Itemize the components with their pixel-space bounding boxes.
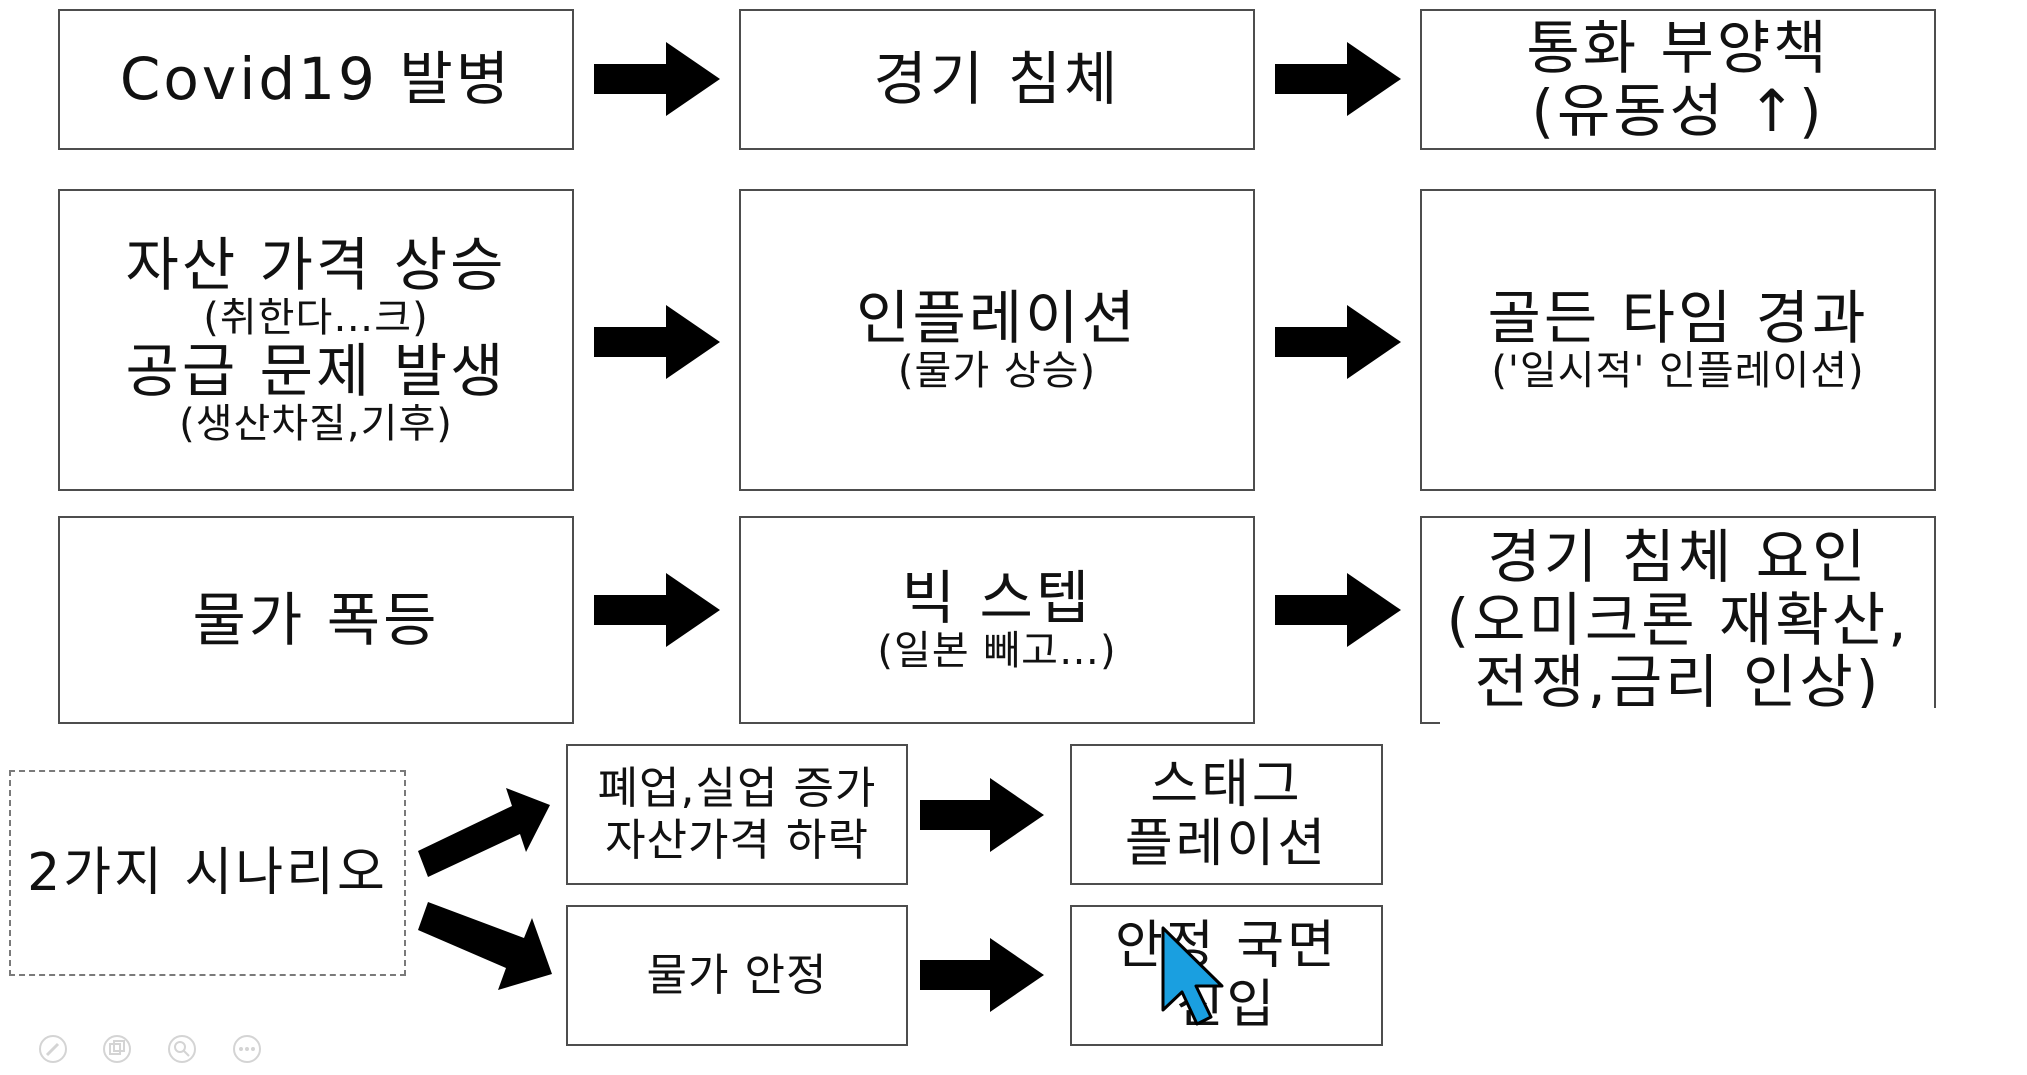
box-asset-price-supply-issue: 자산 가격 상승 (취한다…크) 공급 문제 발생 (생산차질,기후) — [58, 189, 574, 491]
copy-icon[interactable] — [101, 1033, 133, 1065]
right-arrow — [594, 42, 720, 116]
box-text: 폐업,실업 증가 — [597, 762, 877, 814]
box-subtext: (취한다…크) — [203, 294, 429, 341]
box-text: 안정 국면 — [1115, 916, 1338, 977]
right-arrow — [594, 305, 720, 379]
box-covid19-outbreak: Covid19 발병 — [58, 9, 574, 150]
box-price-surge: 물가 폭등 — [58, 516, 574, 724]
box-text: 자산가격 하락 — [605, 814, 869, 866]
box-text: 물가 안정 — [646, 949, 828, 1001]
diagonal-down-arrow — [418, 902, 552, 990]
box-text: 물가 폭등 — [192, 585, 440, 654]
box-subtext: (생산차질,기후) — [179, 400, 453, 447]
overlay-clip — [1440, 708, 2027, 1048]
box-monetary-stimulus: 통화 부양책 (유동성 ↑) — [1420, 9, 1936, 150]
box-big-step: 빅 스텝 (일본 빼고…) — [739, 516, 1255, 724]
box-stabilization-phase: 안정 국면 진입 — [1070, 905, 1383, 1046]
box-text: 경기 침체 — [873, 45, 1121, 114]
right-arrow — [1275, 42, 1401, 116]
box-text: Covid19 발병 — [119, 45, 513, 114]
box-recession-factors: 경기 침체 요인 (오미크론 재확산, 전쟁,금리 인상) — [1420, 516, 1936, 724]
box-recession: 경기 침체 — [739, 9, 1255, 150]
box-text: 통화 부양책 — [1526, 13, 1830, 82]
box-price-stability: 물가 안정 — [566, 905, 908, 1046]
right-arrow — [1275, 305, 1401, 379]
mouse-cursor-icon — [1161, 926, 1224, 1026]
box-subtext: ('일시적' 인플레이션) — [1491, 347, 1865, 394]
box-subtext: (물가 상승) — [897, 347, 1097, 394]
box-text: 2가지 시나리오 — [27, 842, 388, 903]
right-arrow — [920, 778, 1044, 852]
diagonal-up-arrow — [418, 788, 550, 877]
box-stagflation: 스태그 플레이션 — [1070, 744, 1383, 885]
box-text: 인플레이션 — [856, 284, 1138, 353]
right-arrow — [1275, 573, 1401, 647]
box-text: 공급 문제 발생 — [125, 337, 507, 405]
more-icon[interactable] — [231, 1033, 263, 1065]
box-text: (유동성 ↑) — [1531, 76, 1825, 145]
box-golden-time-passed: 골든 타임 경과 ('일시적' 인플레이션) — [1420, 189, 1936, 491]
pen-icon[interactable] — [37, 1033, 69, 1065]
zoom-icon[interactable] — [166, 1033, 198, 1065]
box-text: 플레이션 — [1124, 813, 1329, 874]
box-text: 스태그 — [1150, 755, 1303, 816]
box-text: 자산 가격 상승 — [125, 231, 507, 300]
box-closures-asset-drop: 폐업,실업 증가 자산가격 하락 — [566, 744, 908, 885]
right-arrow — [594, 573, 720, 647]
box-text: 전쟁,금리 인상) — [1474, 648, 1882, 717]
box-text: 골든 타임 경과 — [1487, 284, 1869, 353]
box-inflation: 인플레이션 (물가 상승) — [739, 189, 1255, 491]
box-subtext: (일본 빼고…) — [877, 627, 1117, 674]
box-two-scenarios: 2가지 시나리오 — [9, 770, 406, 976]
box-text: 경기 침체 요인 — [1487, 523, 1869, 592]
right-arrow — [920, 938, 1044, 1012]
box-text: 빅 스텝 — [901, 564, 1093, 633]
box-text: (오미크론 재확산, — [1446, 585, 1910, 654]
